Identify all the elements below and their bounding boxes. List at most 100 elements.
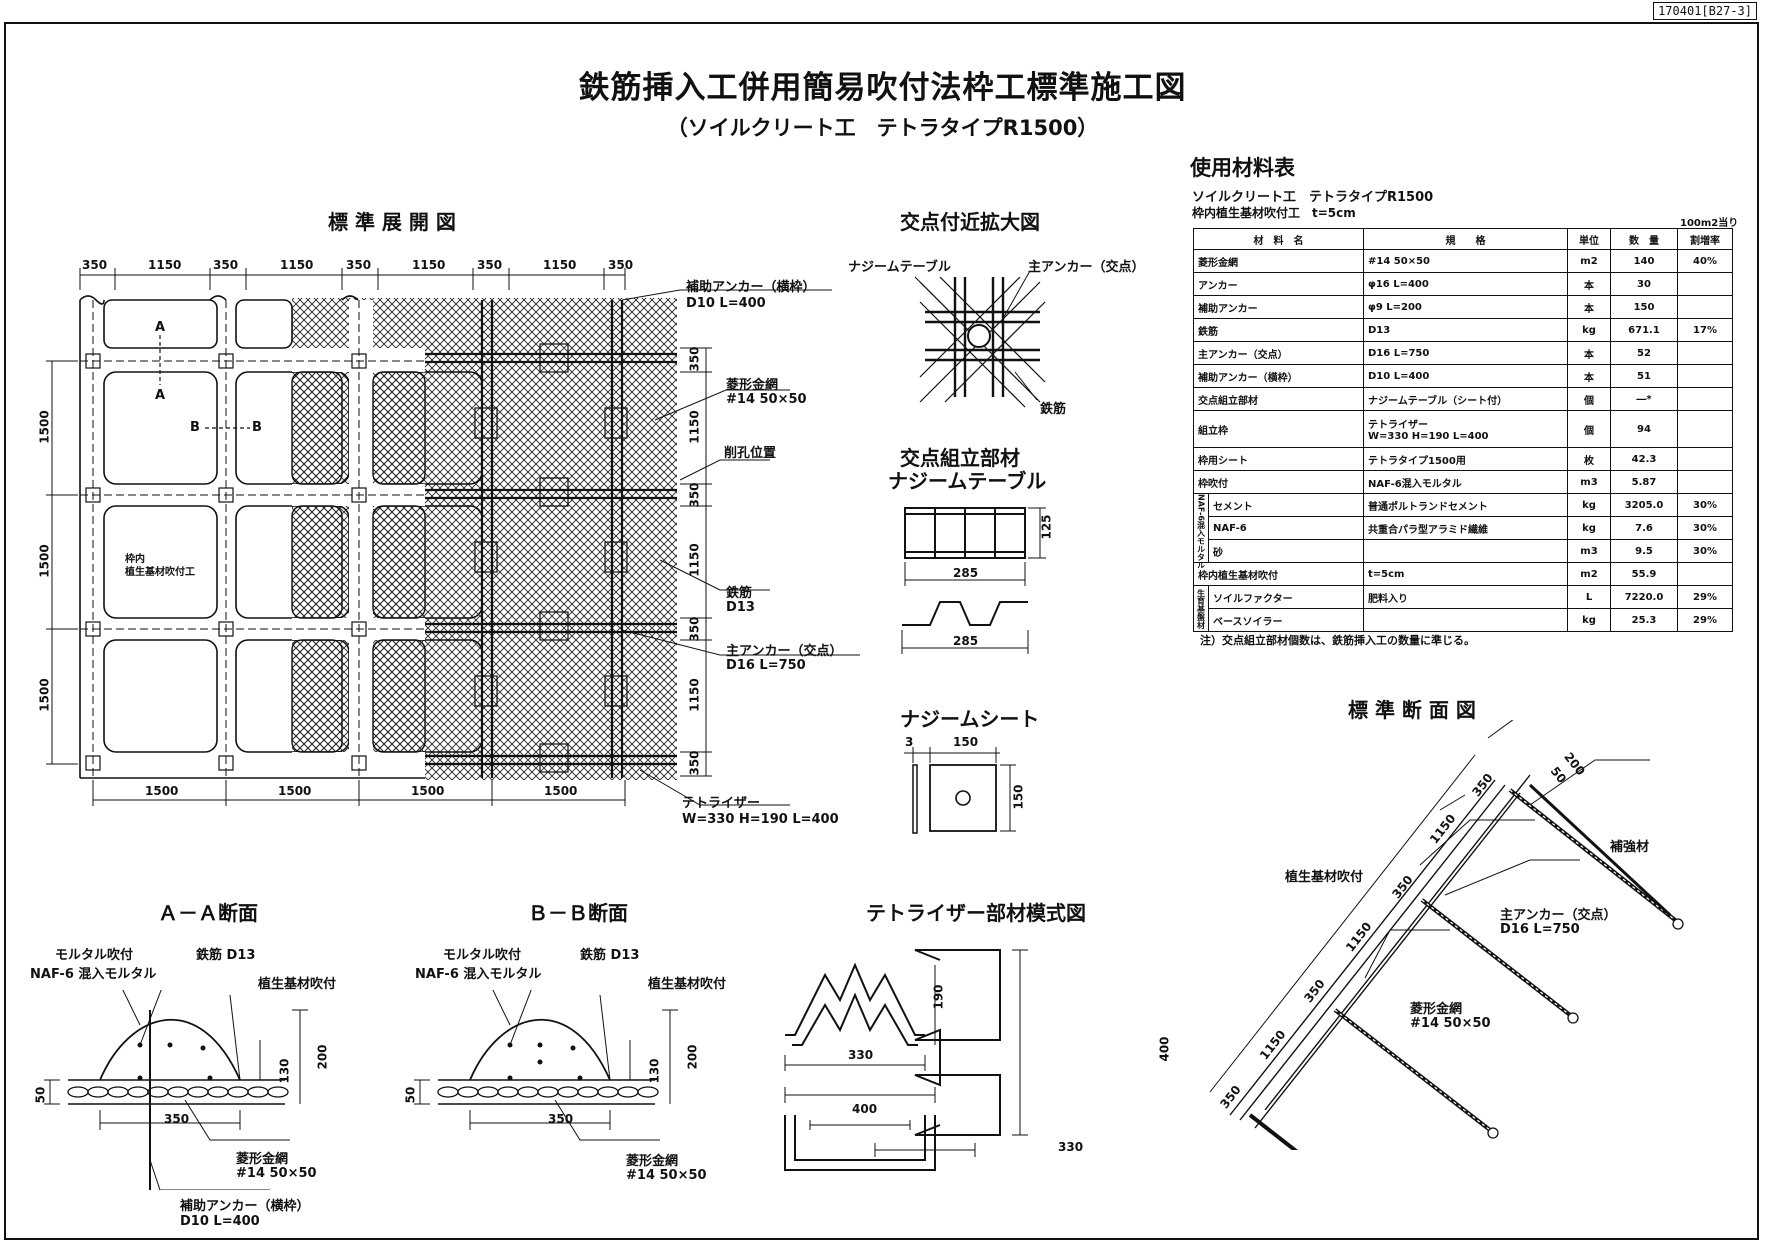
- tetra-dim-330a: 330: [848, 1048, 874, 1062]
- cell-spec: D13: [1363, 318, 1568, 342]
- tetra-drawing: [784, 949, 1028, 1171]
- plan-left-dim-3: 1500: [37, 678, 52, 712]
- cell-unit: kg: [1567, 493, 1611, 517]
- cell-unit: 本: [1567, 341, 1611, 365]
- assembly-dim-height: 125: [1039, 514, 1054, 540]
- cell-rate: 30%: [1677, 539, 1733, 563]
- aa-label-mortar: モルタル吹付: [55, 948, 134, 963]
- plan-right-dim-3: 350: [687, 482, 702, 508]
- section-aa-drawing: [44, 990, 308, 1190]
- section-bb-title: Ｂ－Ｂ断面: [528, 901, 628, 925]
- table-header-rate: 割増率: [1677, 228, 1733, 250]
- bb-dim-130: 130: [647, 1058, 662, 1084]
- cell-rate: 40%: [1677, 249, 1733, 273]
- tetra-dim-330b: 330: [1058, 1140, 1084, 1154]
- cell-qty: 30: [1610, 272, 1678, 296]
- cell-rate: [1677, 272, 1733, 296]
- plan-bottom-dim-2: 1500: [278, 784, 312, 798]
- center-lines: [80, 300, 425, 778]
- cell-qty: 25.3: [1610, 608, 1678, 632]
- cell-qty: 140: [1610, 249, 1678, 273]
- cell-unit: 個: [1567, 387, 1611, 411]
- plan-right-dim-5: 350: [687, 616, 702, 642]
- cell-spec: D10 L=400: [1363, 364, 1568, 388]
- section-b-left: B: [190, 420, 200, 435]
- cell-rate: [1677, 447, 1733, 471]
- cell-name: 枠用シート: [1193, 447, 1364, 471]
- plan-callout-leaders: [621, 289, 860, 806]
- cell-qty: 150: [1610, 295, 1678, 319]
- plan-left-dimension: [46, 360, 78, 765]
- sheet-dim-h: 150: [1011, 784, 1026, 810]
- bb-label-mesh: 菱形金網: [626, 1154, 679, 1169]
- cell-name: 交点組立部材: [1193, 387, 1364, 411]
- cell-name: 補助アンカー: [1193, 295, 1364, 319]
- cell-rate: 29%: [1677, 585, 1733, 609]
- cell-qty: 5.87: [1610, 470, 1678, 494]
- table-row: 交点組立部材ナジームテーブル（シート付）個―*: [1193, 387, 1733, 411]
- plan-top-dim-6: 1150: [412, 258, 446, 272]
- plan-top-dim-8: 1150: [543, 258, 577, 272]
- bb-label-mesh-spec: #14 50×50: [626, 1168, 707, 1183]
- cell-unit: 本: [1567, 272, 1611, 296]
- assembly-drawing: [901, 507, 1046, 654]
- cell-unit: m2: [1567, 249, 1611, 273]
- cell-qty: 7220.0: [1610, 585, 1678, 609]
- cell-unit: 枚: [1567, 447, 1611, 471]
- cell-spec-line-2: W=330 H=190 L=400: [1368, 431, 1489, 442]
- std-label-reinforce: 補強材: [1610, 840, 1650, 855]
- cell-group-label: 生育基盤材: [1193, 585, 1209, 632]
- std-label-main-anchor: 主アンカー（交点）: [1500, 908, 1617, 923]
- aa-dim-130: 130: [277, 1058, 292, 1084]
- callout-aux-anchor: 補助アンカー（横枠）: [686, 280, 816, 295]
- table-header-qty: 数 量: [1610, 228, 1678, 250]
- section-a-bottom: A: [155, 388, 166, 403]
- plan-bottom-dim-3: 1500: [411, 784, 445, 798]
- cell-unit: kg: [1567, 608, 1611, 632]
- cell-unit: kg: [1567, 318, 1611, 342]
- cell-unit: m3: [1567, 539, 1611, 563]
- plan-right-dimension: [680, 347, 712, 777]
- cell-name: 鉄筋: [1193, 318, 1364, 342]
- cell-name: 補助アンカー（横枠）: [1193, 364, 1364, 388]
- cell-rate: [1677, 387, 1733, 411]
- callout-rebar-spec: D13: [726, 600, 755, 615]
- cell-rate: 29%: [1677, 608, 1733, 632]
- cell-qty: 3205.0: [1610, 493, 1678, 517]
- std-section-title: 標 準 断 面 図: [1348, 698, 1476, 722]
- materials-subtitle: ソイルクリート工 テトラタイプR1500: [1192, 190, 1434, 205]
- assembly-title-1: 交点組立部材: [900, 446, 1020, 470]
- plan-bottom-dim-1: 1500: [145, 784, 179, 798]
- cell-unit: m3: [1567, 470, 1611, 494]
- callout-tetralizer: テトライザー: [682, 796, 761, 811]
- cell-name: セメント: [1208, 493, 1364, 517]
- cell-name: ベースソイラー: [1208, 608, 1364, 632]
- aa-label-mesh-spec: #14 50×50: [236, 1166, 317, 1181]
- aa-label-veg: 植生基材吹付: [258, 977, 337, 992]
- cell-qty: 55.9: [1610, 562, 1678, 586]
- cell-qty: 94: [1610, 410, 1678, 448]
- table-header-row: 材 料 名 規 格 単位 数 量 割増率: [1193, 228, 1733, 250]
- inner-label-1: 枠内: [125, 554, 145, 565]
- plan-top-dim-2: 1150: [148, 258, 182, 272]
- bb-dim-50: 50: [403, 1086, 418, 1104]
- section-aa-title: Ａ－Ａ断面: [158, 901, 258, 925]
- tetralizer-marks: [474, 343, 628, 773]
- cell-qty: 52: [1610, 341, 1678, 365]
- plan-top-dim-3: 350: [213, 258, 239, 272]
- plan-right-dim-6: 1150: [687, 678, 702, 712]
- cell-spec: [1363, 608, 1568, 632]
- materials-subtitle-2: 枠内植生基材吹付工 t=5cm: [1192, 206, 1356, 220]
- std-label-veg: 植生基材吹付: [1285, 870, 1364, 885]
